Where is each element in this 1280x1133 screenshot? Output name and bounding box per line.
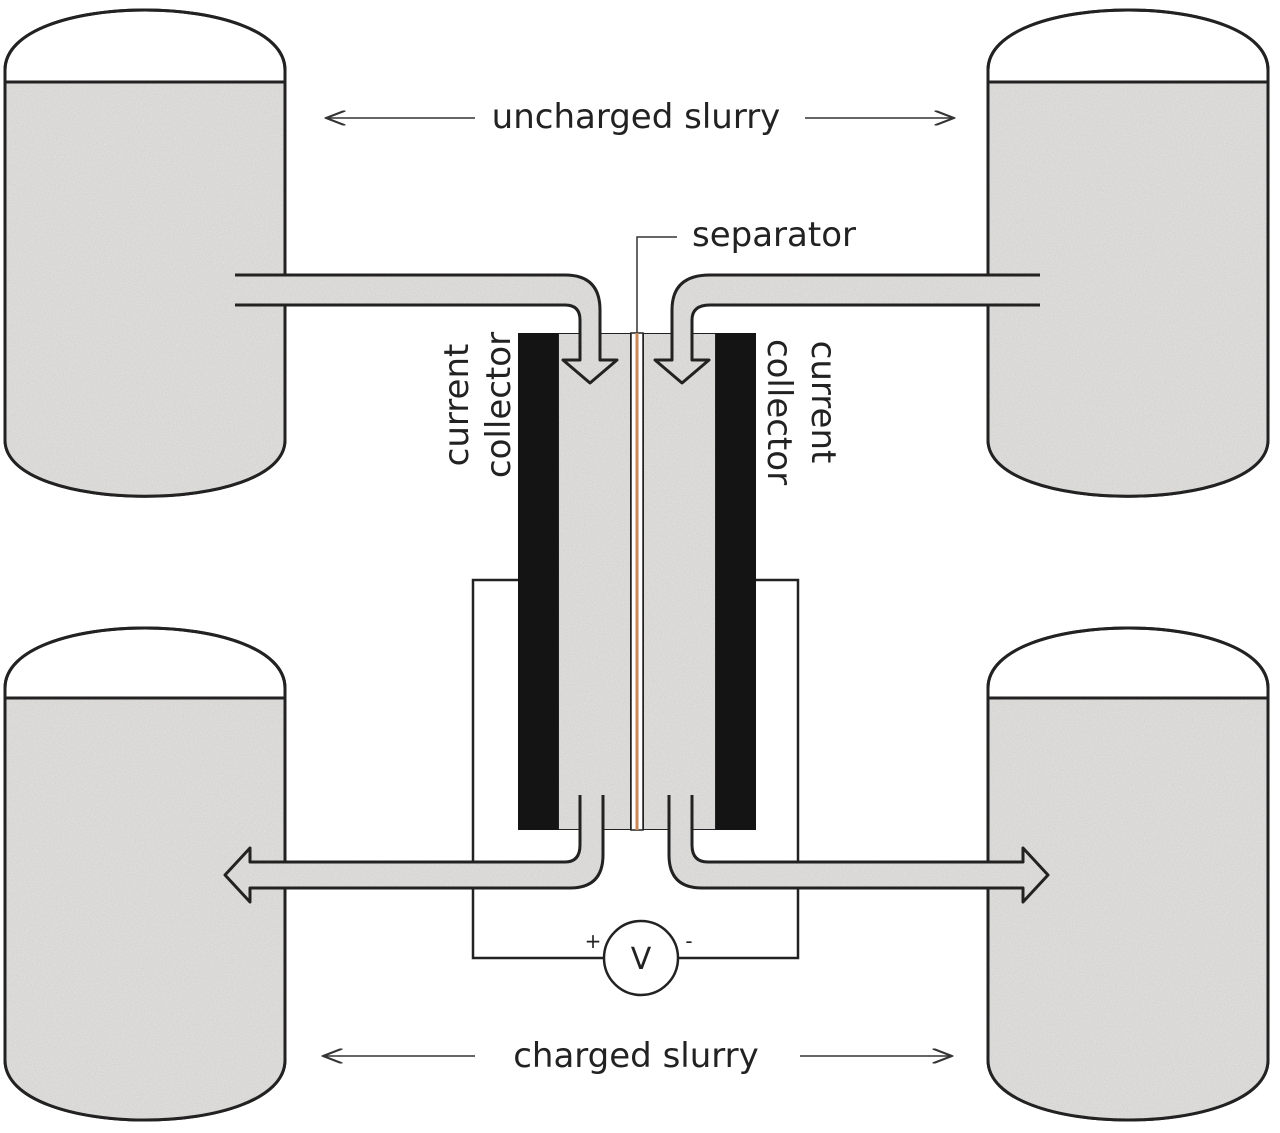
left-current-collector	[518, 333, 558, 830]
left-collector-label-line1: current	[437, 344, 477, 467]
tank-top-left	[3, 8, 287, 498]
outlet-pipe-left	[223, 795, 605, 904]
left-electrode-slurry	[557, 332, 632, 831]
voltmeter: V + -	[585, 919, 693, 997]
positive-terminal-sign: +	[585, 929, 602, 953]
charged-slurry-label: charged slurry	[513, 1036, 759, 1076]
right-collector-label-line1: current	[803, 341, 843, 464]
right-collector-label-line2: collector	[759, 339, 799, 485]
separator-membrane	[630, 332, 644, 831]
negative-terminal-sign: -	[685, 929, 692, 953]
inlet-pipe-left	[235, 273, 619, 385]
uncharged-slurry-annotation: uncharged slurry	[326, 97, 954, 137]
voltmeter-label: V	[631, 942, 652, 977]
separator-leader-line	[636, 236, 677, 333]
right-current-collector	[716, 333, 756, 830]
external-circuit	[471, 578, 800, 960]
right-electrode-slurry	[642, 332, 717, 831]
left-collector-label-line2: collector	[479, 332, 519, 478]
tank-top-right	[986, 8, 1270, 498]
tank-bottom-left	[3, 626, 287, 1122]
tank-bottom-right	[986, 626, 1270, 1122]
outlet-pipe-right	[667, 795, 1050, 904]
inlet-pipe-right	[653, 273, 1040, 385]
uncharged-slurry-label: uncharged slurry	[492, 97, 781, 137]
separator-label: separator	[692, 215, 856, 255]
charged-slurry-annotation: charged slurry	[323, 1036, 952, 1076]
